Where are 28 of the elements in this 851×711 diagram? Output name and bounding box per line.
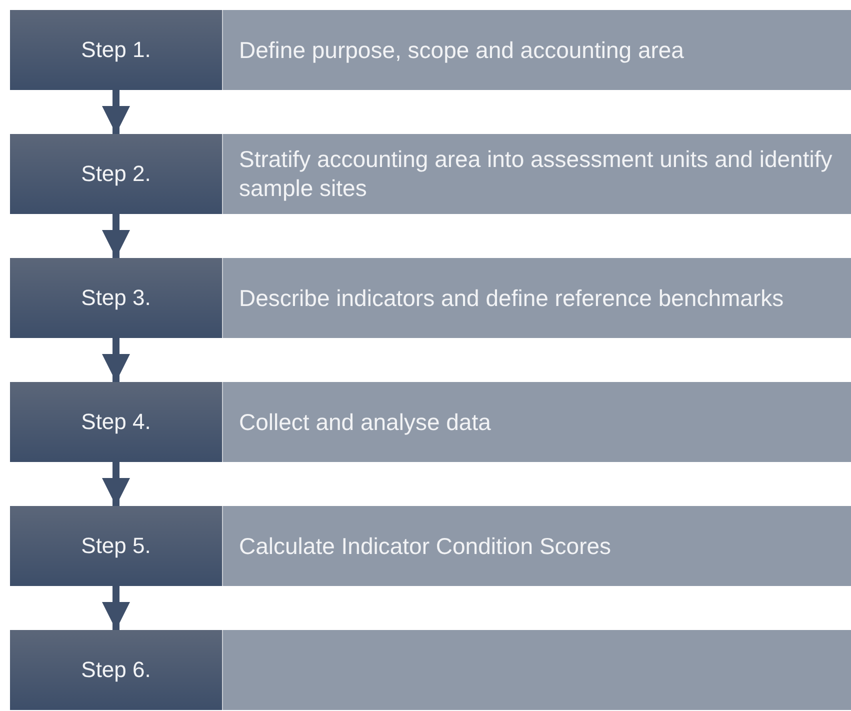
step-description: Stratify accounting area into assessment units and identify sample sites xyxy=(239,145,834,203)
step-box xyxy=(10,134,222,214)
arrow xyxy=(102,586,130,630)
step-description: Define purpose, scope and accounting area xyxy=(239,36,684,64)
step-label: Step 1. xyxy=(81,36,151,64)
arrow xyxy=(102,90,130,134)
description-band xyxy=(222,630,851,710)
step-label: Step 2. xyxy=(81,160,151,188)
step-box xyxy=(10,382,222,462)
description-band xyxy=(222,10,851,90)
step-box xyxy=(10,630,222,710)
description-band xyxy=(222,258,851,338)
arrow xyxy=(102,462,130,506)
step-box xyxy=(10,506,222,586)
step-box xyxy=(10,10,222,90)
step-description: Calculate Indicator Condition Scores xyxy=(239,532,612,560)
description-band xyxy=(222,382,851,462)
step-label: Step 3. xyxy=(81,284,151,312)
step-label: Step 6. xyxy=(81,656,151,684)
step-description: Describe indicators and define reference benchmarks xyxy=(239,284,784,312)
step-label: Step 4. xyxy=(81,408,151,436)
arrow xyxy=(102,338,130,382)
description-band xyxy=(222,134,851,214)
arrow xyxy=(102,214,130,258)
description-band xyxy=(222,506,851,586)
step-box xyxy=(10,258,222,338)
step-label: Step 5. xyxy=(81,532,151,560)
step-description: Collect and analyse data xyxy=(239,408,491,436)
